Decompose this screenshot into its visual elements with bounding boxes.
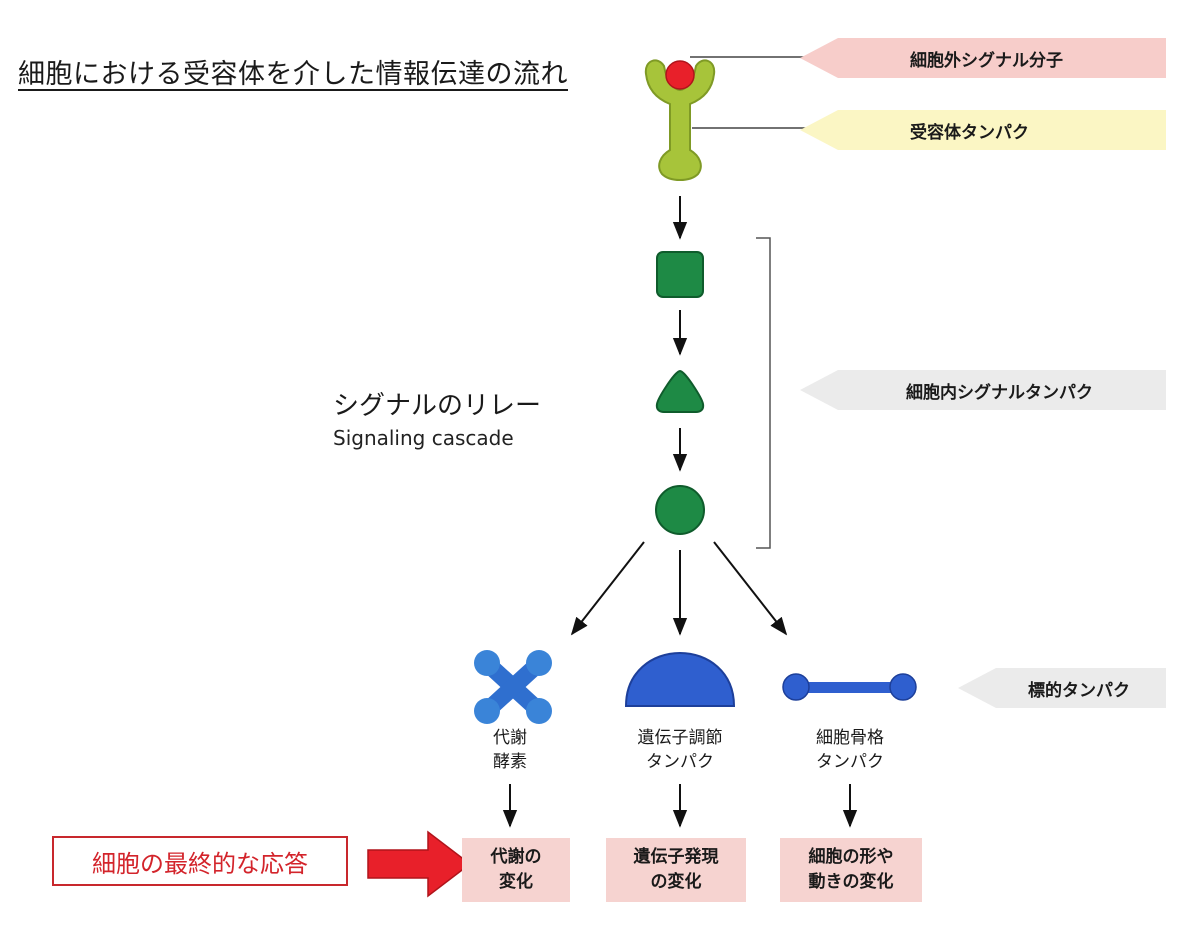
final-response-arrow bbox=[367, 830, 472, 898]
signal-molecule-icon bbox=[665, 60, 695, 90]
arrow-to-metabolic-enzyme bbox=[570, 541, 645, 636]
tag-target-protein: 標的タンパク bbox=[958, 668, 1166, 708]
target-label-gene-regulatory: 遺伝子調節 タンパク bbox=[637, 728, 723, 772]
response-cell-shape-change: 細胞の形や 動きの変化 bbox=[780, 838, 922, 902]
gene-regulatory-protein-icon bbox=[624, 651, 736, 707]
relay-triangle-protein-icon bbox=[655, 369, 705, 413]
tag-extracellular-signal: 細胞外シグナル分子 bbox=[800, 38, 1166, 78]
relay-bracket bbox=[756, 237, 771, 549]
arrow-to-cytoskeletal-protein bbox=[713, 541, 788, 636]
tag-intracellular-signal: 細胞内シグナルタンパク bbox=[800, 370, 1166, 410]
final-response-box: 細胞の最終的な応答 bbox=[52, 836, 348, 886]
target-label-cytoskeletal: 細胞骨格 タンパク bbox=[816, 728, 884, 772]
metabolic-enzyme-icon bbox=[474, 650, 552, 724]
relay-label-en: Signaling cascade bbox=[333, 426, 514, 450]
cytoskeletal-protein-icon bbox=[782, 673, 917, 701]
relay-circle-protein-icon bbox=[655, 485, 705, 535]
target-label-metabolic-enzyme: 代謝 酵素 bbox=[493, 728, 527, 772]
response-metabolic-change: 代謝の 変化 bbox=[462, 838, 570, 902]
relay-square-protein-icon bbox=[656, 251, 704, 298]
tag-receptor-protein: 受容体タンパク bbox=[800, 110, 1166, 150]
response-gene-expression-change: 遺伝子発現 の変化 bbox=[606, 838, 746, 902]
page-title: 細胞における受容体を介した情報伝達の流れ bbox=[18, 59, 568, 90]
relay-label-ja: シグナルのリレー bbox=[333, 391, 542, 421]
